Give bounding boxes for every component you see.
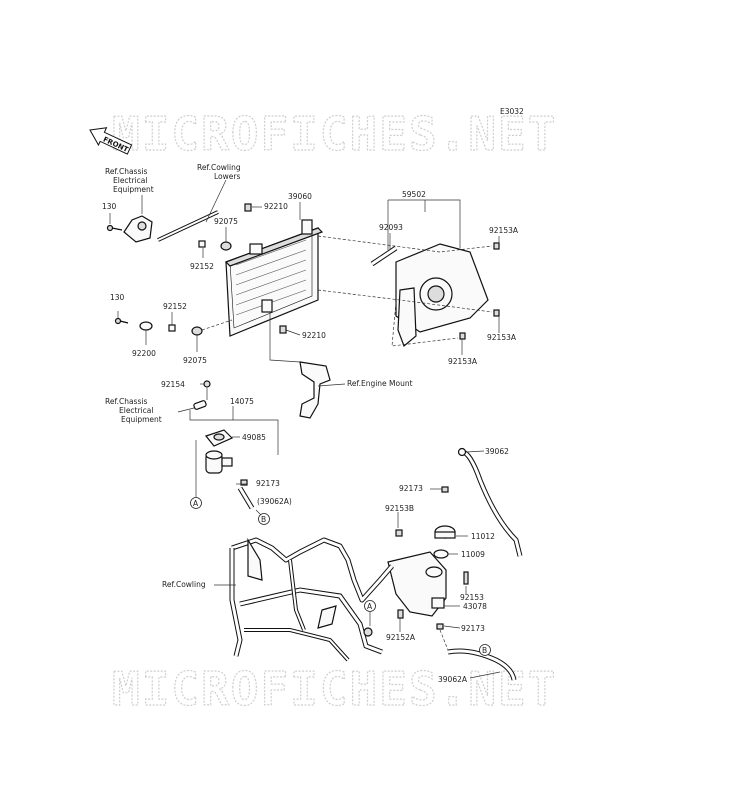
clip-92173-mid [240, 479, 248, 486]
ref-chassis-electrical-1: Ref.Chassis Electrical Equipment [105, 167, 154, 194]
label-59502: 59502 [402, 190, 426, 199]
svg-text:B: B [261, 515, 266, 524]
watermark-bottom: MICROFICHES.NET [112, 662, 557, 716]
callout-A1: A [190, 497, 202, 509]
bolt-130-lower [114, 317, 129, 325]
label-92153B: 92153B [385, 504, 414, 513]
label-92152-lower: 92152 [163, 302, 187, 311]
label-43078: 43078 [463, 602, 487, 611]
collar-92152-top [198, 240, 206, 248]
label-92075-lower: 92075 [183, 356, 207, 365]
rubber-92093 [370, 245, 398, 267]
clip-92153B [395, 529, 403, 537]
label-92075-top: 92075 [214, 217, 238, 226]
callout-B2: B [479, 644, 491, 656]
leader-lines-right [369, 450, 501, 679]
ref-chassis-electrical-2: Ref.Chassis Electrical Equipment [105, 397, 162, 424]
watermark-top: MICROFICHES.NET [112, 107, 557, 161]
grommet-92075-lower [191, 326, 203, 336]
label-130-top: 130 [102, 202, 117, 211]
clip-92210-lower [279, 325, 287, 334]
washer-92200 [139, 321, 153, 331]
clip-92210-top [244, 203, 252, 212]
engine-mount-bracket [299, 361, 331, 419]
clip-92173-lower-right [436, 623, 444, 630]
ref-engine-mount: Ref.Engine Mount [347, 379, 413, 388]
bolt-92153 [463, 571, 469, 585]
label-92173-lower-right: 92173 [461, 624, 485, 633]
bracket-chassis [123, 215, 153, 243]
label-130-lower: 130 [110, 293, 125, 302]
label-92153A-2: 92153A [487, 333, 517, 342]
svg-text:A: A [193, 499, 199, 508]
cap-49085 [204, 429, 234, 447]
label-11012: 11012 [471, 532, 495, 541]
clip-92173-upper-right [441, 486, 449, 493]
label-39062A-paren: (39062A) [257, 497, 292, 506]
callout-A2: A [364, 600, 376, 612]
label-39062A: 39062A [438, 675, 468, 684]
callout-B1: B [258, 513, 270, 525]
label-92210-lower: 92210 [302, 331, 326, 340]
label-92210-top: 92210 [264, 202, 288, 211]
leader-lines-upper [109, 179, 500, 387]
hose-39062 [457, 447, 523, 557]
grommet-92154 [193, 400, 207, 410]
svg-text:A: A [367, 602, 373, 611]
label-92093: 92093 [379, 223, 403, 232]
label-92152A: 92152A [386, 633, 416, 642]
label-92173-upper-right: 92173 [399, 484, 423, 493]
label-92154: 92154 [161, 380, 185, 389]
grommet-92075-top [220, 241, 232, 251]
clip-92153A-1 [493, 242, 500, 250]
collar-92152-lower [168, 324, 176, 332]
housing-14075 [205, 450, 233, 474]
label-39062: 39062 [485, 447, 509, 456]
cowling-rod [157, 210, 219, 242]
reservoir-tank [387, 551, 447, 617]
label-92153A-3: 92153A [448, 357, 478, 366]
clip-92152A [397, 609, 404, 619]
bolt-130-top [106, 224, 123, 232]
label-11009: 11009 [461, 550, 485, 559]
radiator-39060 [224, 219, 324, 337]
label-92152-top: 92152 [190, 262, 214, 271]
clip-92153A-2 [493, 309, 500, 317]
diagram-code: E3032 [500, 107, 524, 116]
part-labels: 130 92210 39060 59502 92093 92153A 92075… [102, 190, 519, 684]
clip-92153A-3 [459, 332, 466, 340]
label-49085: 49085 [242, 433, 266, 442]
label-92153: 92153 [460, 593, 484, 602]
fan-59502 [395, 243, 489, 348]
label-14075: 14075 [230, 397, 254, 406]
label-92200: 92200 [132, 349, 156, 358]
ref-cowling: Ref.Cowling [162, 580, 206, 589]
ref-cowling-lowers: Ref.Cowling Lowers [197, 163, 243, 181]
cap-11012 [434, 525, 456, 539]
cowling-frame [229, 537, 394, 662]
label-92153A-1: 92153A [489, 226, 519, 235]
label-92173-mid: 92173 [256, 479, 280, 488]
gasket-11009 [433, 549, 449, 559]
bolt-92154 [203, 380, 211, 388]
label-39060: 39060 [288, 192, 312, 201]
svg-text:B: B [482, 646, 487, 655]
hose-39062A [447, 648, 517, 681]
